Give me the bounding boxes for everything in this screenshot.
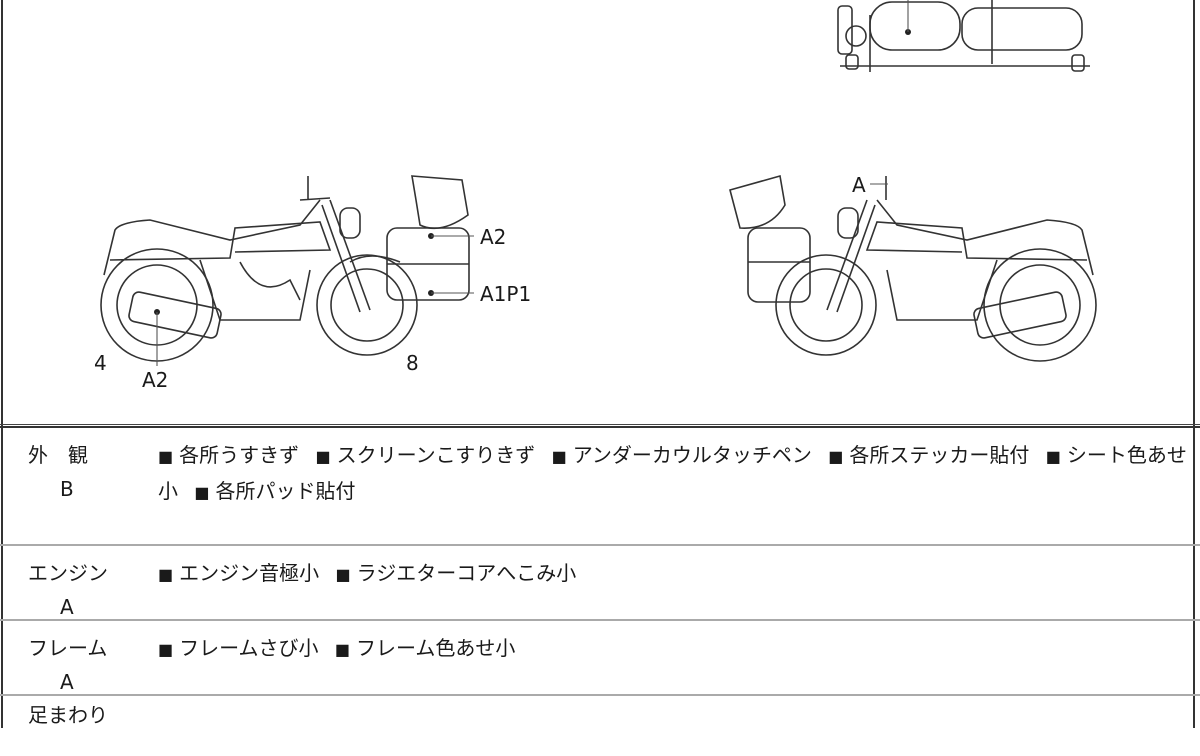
row-engine: エンジン A ■ エンジン音極小 ■ ラジエターコアへこみ小 (0, 546, 1200, 621)
row-suspension: 足まわり (0, 696, 1200, 756)
row-items: ■ 各所うすきず ■ スクリーンこすりきず ■ アンダーカウルタッチペン ■ 各所ステッ… (158, 438, 1188, 510)
item: エンジン音極小 (179, 561, 320, 585)
row-label: 外 観 (28, 443, 88, 467)
bullet-square-icon: ■ (551, 447, 567, 466)
row-label: 足まわり (28, 703, 108, 727)
bullet-square-icon: ■ (1045, 447, 1061, 466)
row-frame: フレーム A ■ フレームさび小 ■ フレーム色あせ小 (0, 621, 1200, 696)
item: アンダーカウルタッチペン (572, 443, 812, 467)
bullet-square-icon: ■ (194, 483, 210, 502)
row-label: フレーム (28, 636, 108, 660)
callout-cowl-upper: A2 (480, 225, 507, 249)
row-label: エンジン (28, 561, 108, 585)
bullet-square-icon: ■ (158, 447, 174, 466)
item: フレームさび小 (179, 636, 319, 660)
bullet-square-icon: ■ (315, 447, 331, 466)
callout-exhaust: A2 (142, 368, 169, 392)
item: ラジエターコアへこみ小 (356, 561, 577, 585)
row-grade: A (60, 670, 74, 694)
callout-mirror: A (852, 173, 866, 197)
inspection-sheet-frame (1, 0, 1195, 728)
row-grade: A (60, 595, 74, 619)
bullet-square-icon: ■ (158, 640, 174, 659)
bullet-square-icon: ■ (158, 565, 174, 584)
section-divider (0, 424, 1200, 428)
motorcycle-drawings (100, 0, 1097, 366)
motorcycle-damage-diagram: A2 A1P1 4 A2 8 A (94, 0, 1097, 392)
left-side-motorcycle (100, 175, 474, 366)
row-exterior: 外 観 B ■ 各所うすきず ■ スクリーンこすりきず ■ アンダーカウルタッチペン ■… (0, 428, 1200, 546)
bullet-square-icon: ■ (335, 565, 351, 584)
bullet-square-icon: ■ (828, 447, 844, 466)
callout-front-wheel-number: 8 (406, 351, 419, 375)
item: スクリーンこすりきず (336, 443, 536, 467)
item: フレーム色あせ小 (356, 636, 516, 660)
item: 各所パッド貼付 (215, 479, 356, 503)
row-items: ■ フレームさび小 ■ フレーム色あせ小 (158, 631, 1188, 667)
bullet-square-icon: ■ (334, 640, 351, 659)
callout-rear-wheel-number: 4 (94, 351, 107, 375)
row-items: ■ エンジン音極小 ■ ラジエターコアへこみ小 (158, 556, 1188, 592)
row-grade: B (60, 477, 74, 501)
top-view-motorcycle (837, 0, 1090, 72)
callout-cowl-lower: A1P1 (480, 282, 532, 306)
right-side-motorcycle (729, 174, 1097, 362)
item: 各所うすきず (179, 443, 300, 467)
item: シート色あせ小 (158, 443, 1187, 503)
item: 各所ステッカー貼付 (849, 443, 1030, 467)
